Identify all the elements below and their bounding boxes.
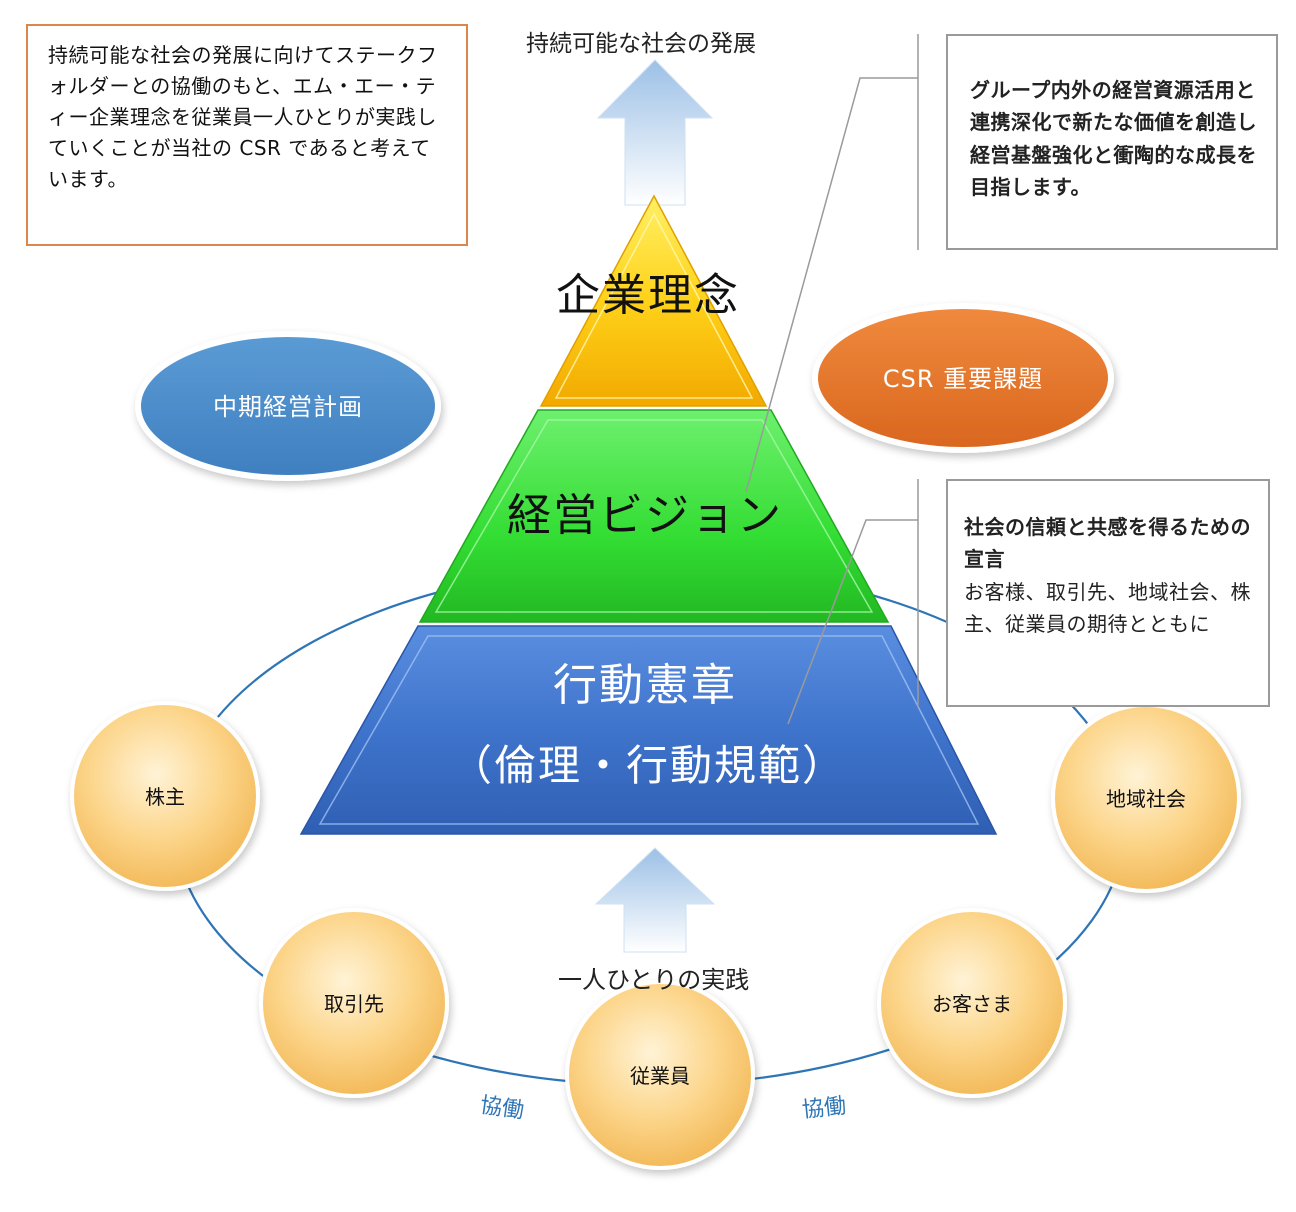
- charter-callout-line: [787, 519, 918, 725]
- charter-callout-heading: 社会の信頼と共感を得るための宣言: [964, 515, 1251, 572]
- stakeholder-shareholders: [70, 701, 260, 891]
- intro-text-box: 持続可能な社会の発展に向けてステークフォルダーとの協働のもと、エム・エー・ティー…: [26, 24, 468, 246]
- intro-text: 持続可能な社会の発展に向けてステークフォルダーとの協働のもと、エム・エー・ティー…: [48, 43, 438, 191]
- charter-callout-box: 社会の信頼と共感を得るための宣言 お客様、取引先、地域社会、株主、従業員の期待と…: [946, 479, 1270, 707]
- bottom-arrow: [594, 847, 716, 953]
- stakeholder-partners: [259, 908, 449, 1098]
- stakeholder-employees: [565, 980, 755, 1170]
- collaboration-left-label: 協働: [478, 1093, 525, 1124]
- pyramid-middle-label: 経営ビジョン: [507, 490, 783, 541]
- pyramid-tier-philosophy: [539, 194, 768, 407]
- pyramid-tier-charter-bevel: [318, 635, 980, 825]
- oval-csr-issues: [812, 303, 1114, 453]
- stakeholder-partners-label: 取引先: [324, 992, 384, 1016]
- top-label-sustainable-development: 持続可能な社会の発展: [526, 31, 756, 57]
- oval-midterm-plan-label: 中期経営計画: [213, 393, 363, 421]
- stakeholder-customers-label: お客さま: [932, 992, 1012, 1016]
- stakeholder-community-label: 地域社会: [1106, 787, 1186, 811]
- oval-csr-issues-label: CSR 重要課題: [883, 365, 1043, 393]
- stakeholder-customers: [877, 908, 1067, 1098]
- vision-callout-text: グループ内外の経営資源活用と連携深化で新たな価値を創造し経営基盤強化と衝陶的な成…: [970, 78, 1257, 200]
- vision-callout-box: グループ内外の経営資源活用と連携深化で新たな価値を創造し経営基盤強化と衝陶的な成…: [946, 34, 1278, 250]
- pyramid-tier-vision: [418, 409, 890, 623]
- stakeholder-shareholders-label: 株主: [145, 785, 185, 809]
- vision-callout-line: [745, 77, 918, 493]
- pyramid-tier-philosophy-bevel: [554, 212, 754, 399]
- oval-midterm-plan: [135, 331, 441, 481]
- pyramid-tier-charter: [299, 625, 998, 835]
- pyramid-tier-vision-bevel: [434, 419, 874, 613]
- stakeholder-employees-label: 従業員: [630, 1064, 690, 1088]
- charter-callout-text: お客様、取引先、地域社会、株主、従業員の期待とともに: [964, 579, 1251, 637]
- collaboration-right-label: 協働: [801, 1094, 847, 1123]
- top-arrow: [596, 59, 714, 206]
- bottom-label-individual-practice: 一人ひとりの実践: [558, 966, 750, 994]
- pyramid-bottom-label-2: （倫理・行動規範）: [450, 741, 846, 790]
- pyramid-bottom-label-1: 行動憲章: [553, 660, 737, 711]
- pyramid-top-label: 企業理念: [556, 270, 740, 321]
